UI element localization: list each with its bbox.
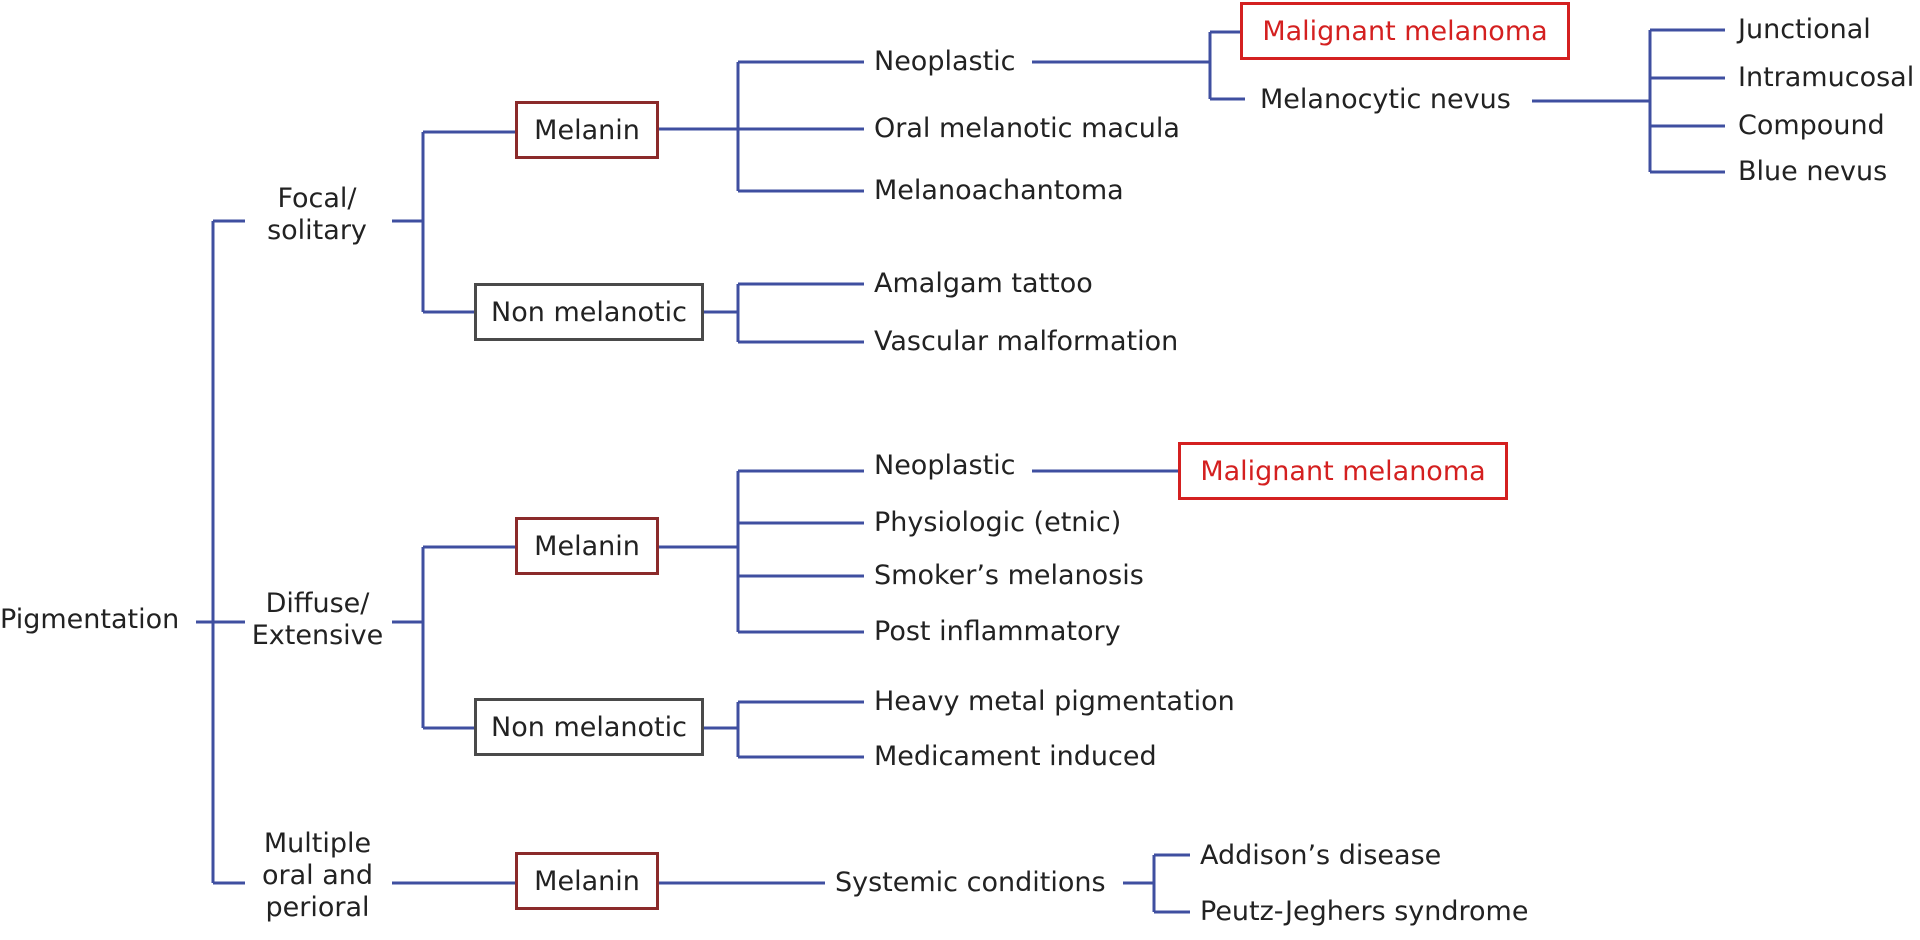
diffuse-non-melanotic-item-heavy-metal: Heavy metal pigmentation <box>874 686 1235 717</box>
connector-focal <box>392 130 515 314</box>
diffuse-melanin-item-neoplastic: Neoplastic <box>874 450 1016 481</box>
connector-focal-non-melanotic <box>704 282 864 344</box>
connector-focal-neoplastic <box>1032 30 1245 101</box>
connector-diffuse-non-melanotic <box>704 700 864 759</box>
focal-non-melanotic-item-vascular-malformation: Vascular malformation <box>874 326 1179 357</box>
connector-diffuse <box>392 545 515 730</box>
diffuse-non-melanotic-box: Non melanotic <box>474 698 704 756</box>
connector-systemic <box>1123 853 1190 914</box>
diffuse-non-melanotic-item-medicament-induced: Medicament induced <box>874 741 1157 772</box>
nevus-type-compound: Compound <box>1738 110 1885 141</box>
focal-melanin-box: Melanin <box>515 101 659 159</box>
systemic-conditions-label: Systemic conditions <box>835 867 1106 898</box>
diffuse-melanin-item-smokers-melanosis: Smoker’s melanosis <box>874 560 1144 591</box>
connector-diffuse-melanin <box>659 469 864 634</box>
focal-malignant-melanoma-box: Malignant melanoma <box>1240 2 1570 60</box>
focal-melanin-item-melanoachantoma: Melanoachantoma <box>874 175 1124 206</box>
multiple-melanin-box: Melanin <box>515 852 659 910</box>
connector-focal-melanin <box>659 60 864 193</box>
category-focal: Focal/ solitary <box>267 183 367 246</box>
nevus-type-junctional: Junctional <box>1738 14 1871 45</box>
category-multiple: Multiple oral and perioral <box>261 828 374 923</box>
nevus-type-blue-nevus: Blue nevus <box>1738 156 1888 187</box>
diffuse-melanin-item-post-inflammatory: Post inflammatory <box>874 616 1121 647</box>
connector-root <box>196 219 245 885</box>
connector-melanocytic-nevus <box>1532 28 1725 174</box>
diffuse-melanin-box: Melanin <box>515 517 659 575</box>
category-diffuse: Diffuse/ Extensive <box>251 588 384 651</box>
focal-non-melanotic-box: Non melanotic <box>474 283 704 341</box>
focal-non-melanotic-item-amalgam-tattoo: Amalgam tattoo <box>874 268 1093 299</box>
melanocytic-nevus-label: Melanocytic nevus <box>1260 84 1511 115</box>
focal-melanin-item-neoplastic: Neoplastic <box>874 46 1016 77</box>
focal-melanin-item-oral-melanotic-macula: Oral melanotic macula <box>874 113 1180 144</box>
diffuse-malignant-melanoma-box: Malignant melanoma <box>1178 442 1508 500</box>
nevus-type-intramucosal: Intramucosal <box>1738 62 1915 93</box>
systemic-item-addisons-disease: Addison’s disease <box>1200 840 1442 871</box>
diffuse-melanin-item-physiologic: Physiologic (etnic) <box>874 507 1122 538</box>
systemic-item-peutz-jeghers: Peutz-Jeghers syndrome <box>1200 896 1529 927</box>
root-label: Pigmentation <box>0 604 180 635</box>
